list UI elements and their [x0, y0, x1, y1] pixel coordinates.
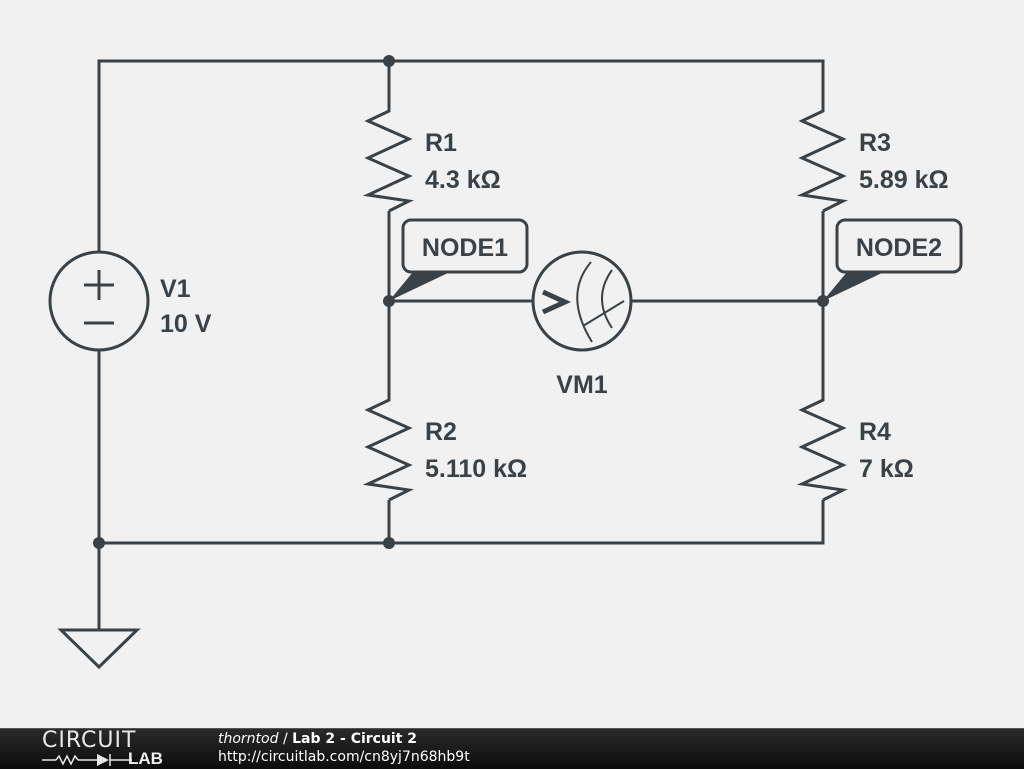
r2-value-label: 5.110 kΩ [425, 455, 527, 483]
junction-dot [383, 295, 395, 307]
voltmeter-arc-1 [576, 261, 593, 343]
circuit-title-line: thorntod / Lab 2 - Circuit 2 [218, 730, 470, 748]
junction-dot [817, 295, 829, 307]
voltage-source-v1[interactable] [48, 250, 150, 352]
node1-pointer [389, 272, 450, 301]
voltmeter-vm1[interactable] [531, 250, 633, 352]
node1-label-box[interactable] [401, 218, 529, 274]
r2-name-label: R2 [425, 418, 457, 446]
separator: / [278, 731, 293, 747]
resistor-zigzag [796, 101, 848, 213]
circuit-url[interactable]: http://circuitlab.com/cn8yj7n68hb9t [218, 749, 470, 765]
resistor-zigzag [796, 390, 848, 502]
junction-dot [383, 55, 395, 67]
v1-name-label: V1 [160, 275, 191, 303]
vm1-name-label: VM1 [556, 371, 608, 399]
resistor-r2[interactable] [362, 390, 414, 502]
ground-icon[interactable] [57, 628, 141, 670]
node2-label: NODE2 [856, 234, 942, 262]
voltmeter-needle [582, 300, 625, 327]
author-link[interactable]: thorntod [218, 731, 279, 747]
node2-label-box[interactable] [835, 218, 963, 274]
voltage-source-circle [48, 250, 150, 352]
resistor-r1[interactable] [362, 101, 414, 213]
resistor-zigzag [362, 390, 414, 502]
schematic-canvas: V1 10 V R1 4.3 kΩ R2 5.110 kΩ R3 5.89 kΩ… [48, 55, 963, 670]
wires [97, 59, 825, 630]
resistor-r3[interactable] [796, 101, 848, 213]
voltmeter-v-glyph [541, 289, 572, 315]
r1-value-label: 4.3 kΩ [425, 166, 501, 194]
r3-name-label: R3 [859, 129, 891, 157]
r4-name-label: R4 [859, 418, 891, 446]
node2-pointer [823, 272, 884, 301]
wire-top [97, 59, 825, 251]
r3-value-label: 5.89 kΩ [859, 166, 949, 194]
junction-dot [383, 537, 395, 549]
logo-circuit-text: CIRCUIT [42, 728, 137, 753]
node1-label: NODE1 [422, 234, 508, 262]
circuit-title[interactable]: Lab 2 - Circuit 2 [292, 731, 418, 747]
junction-dot [93, 537, 105, 549]
wire-bottom [97, 351, 825, 545]
logo-lab-text: LAB [128, 749, 163, 768]
resistor-r4[interactable] [796, 390, 848, 502]
voltmeter-arc-2 [601, 269, 613, 329]
resistor-zigzag [362, 101, 414, 213]
r1-name-label: R1 [425, 129, 457, 157]
v1-value-label: 10 V [160, 310, 212, 338]
circuitlab-logo[interactable]: CIRCUIT LAB [42, 728, 182, 769]
r4-value-label: 7 kΩ [859, 455, 914, 483]
footer-bar: CIRCUIT LAB thorntod / Lab 2 - Circuit 2… [0, 728, 1024, 769]
circuit-info: thorntod / Lab 2 - Circuit 2 http://circ… [218, 730, 470, 766]
voltmeter-circle [531, 250, 633, 352]
resistor-diode-icon [42, 754, 132, 766]
